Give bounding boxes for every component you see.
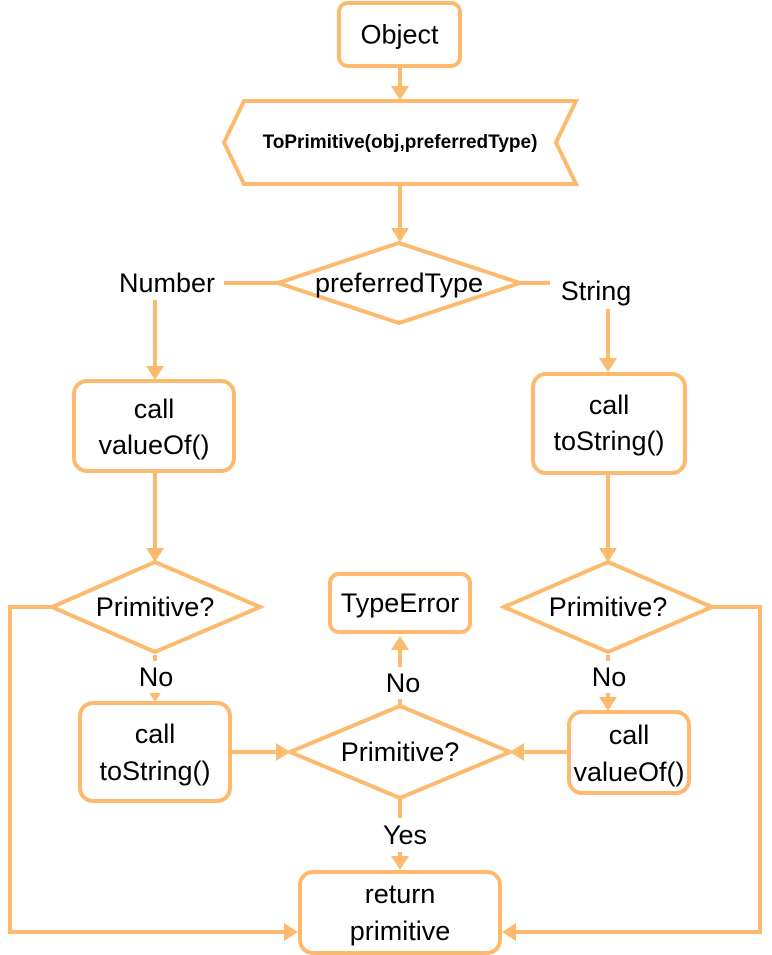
object-label: Object [360,20,439,50]
call-tostring-right-box [531,372,687,475]
arrowhead-down-icon [599,548,617,562]
arrowhead-down-icon [599,697,617,711]
preferredtype-label: preferredType [315,268,483,298]
node-primitive-center: Primitive? [284,703,516,801]
edge-label-no-left: No [139,662,174,692]
arrowhead-down-icon [146,366,164,380]
node-return-primitive: return primitive [298,870,502,955]
arrowhead-right-icon [276,743,290,761]
call-tostring-left-line2: toString() [99,756,210,786]
node-primitive-left: Primitive? [47,559,266,655]
edge-label-no-right: No [592,662,627,692]
node-preferredtype: preferredType [271,240,527,326]
arrowhead-down-icon [391,228,409,242]
typeerror-label: TypeError [341,588,460,618]
typeerror-box [328,572,472,634]
toprimitive-label: ToPrimitive(obj,preferredType) [263,132,538,153]
edge-label-number: Number [119,268,215,298]
primitive-left-diamond [47,559,266,655]
preferredtype-diamond [271,240,527,326]
edge-label-bg [133,661,179,693]
node-call-valueof-left: call valueOf() [72,379,236,473]
arrowhead-down-icon [391,86,409,100]
edge-label-yes-center: Yes [383,820,427,850]
edge-label-string: String [561,276,632,306]
edge-label-no-center: No [386,668,421,698]
node-call-tostring-right: call toString() [531,372,687,475]
primitive-left-label: Primitive? [96,592,215,622]
arrowhead-down-icon [599,358,617,372]
edge-label-bg [550,273,642,309]
arrowhead-down-icon [146,548,164,562]
edge-label-bg [380,667,426,699]
call-valueof-right-line2: valueOf() [573,757,684,787]
node-typeerror: TypeError [328,572,472,634]
return-primitive-line1: return [365,879,436,909]
edge-label-bg [108,266,224,300]
call-valueof-left-line1: call [134,394,175,424]
node-call-tostring-left: call toString() [78,701,232,803]
return-primitive-box [298,870,502,955]
call-valueof-left-line2: valueOf() [98,430,209,460]
edge-labels: Number String No No No Yes [108,266,642,852]
object-box [337,1,462,68]
arrowhead-left-icon [502,923,516,941]
call-valueof-right-box [567,710,691,795]
toprimitive-shape [221,99,580,186]
node-object: Object [337,1,462,68]
edge-primitive-right-to-return [516,605,762,934]
call-tostring-right-line1: call [589,390,630,420]
arrowhead-down-icon [391,856,409,870]
edge-label-bg [374,818,436,852]
primitive-center-label: Primitive? [341,737,460,767]
node-primitive-right: Primitive? [498,559,718,655]
arrowhead-right-icon [284,923,298,941]
call-tostring-left-box [78,701,232,803]
edge-label-bg [586,661,632,693]
call-valueof-left-box [72,379,236,473]
node-call-valueof-right: call valueOf() [567,710,691,795]
call-valueof-right-line1: call [609,720,650,750]
return-primitive-line2: primitive [350,916,451,946]
call-tostring-right-line2: toString() [553,426,664,456]
primitive-right-label: Primitive? [549,592,668,622]
primitive-right-diamond [498,559,718,655]
call-tostring-left-line1: call [135,719,176,749]
primitive-center-diamond [284,703,516,801]
edges [8,66,762,941]
arrowhead-left-icon [510,743,524,761]
node-toprimitive: ToPrimitive(obj,preferredType) [221,99,580,186]
edge-primitive-left-to-return [8,605,284,934]
arrowhead-up-icon [391,636,409,650]
